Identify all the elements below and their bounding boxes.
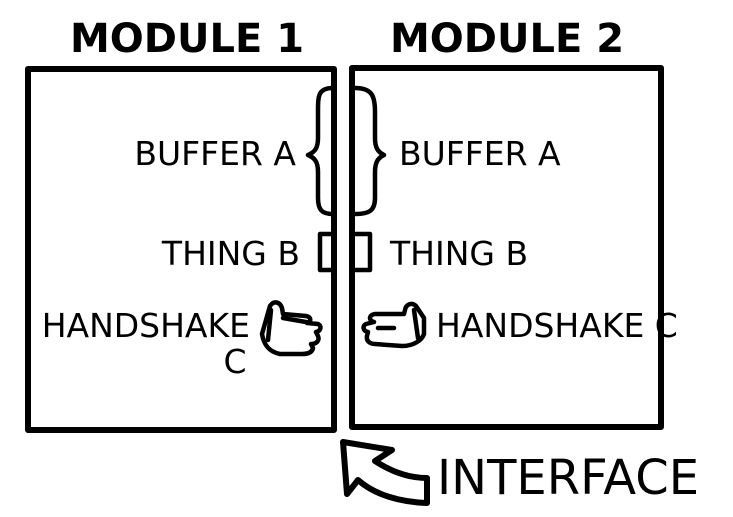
module1-handshake-label: HANDSHAKE [42, 306, 250, 345]
module1-title: MODULE 1 [70, 16, 304, 62]
module2-buffer-label: BUFFER A [399, 134, 561, 173]
module2-thing-label: THING B [389, 234, 528, 273]
left-brace-icon [305, 85, 336, 217]
module1-thing-label: THING B [161, 234, 300, 273]
module1-box [25, 66, 337, 433]
curved-arrow-icon [340, 439, 430, 506]
module1-handshake-suffix: C [223, 342, 246, 381]
module1-buffer-label: BUFFER A [134, 134, 296, 173]
interface-label: INTERFACE [437, 450, 699, 506]
module2-handshake-label: HANDSHAKE C [436, 306, 678, 345]
module2-box [349, 65, 664, 430]
connector-plug-icon [317, 231, 336, 273]
module2-title: MODULE 2 [390, 16, 624, 62]
hand-icon [361, 301, 427, 349]
hand-icon [259, 300, 323, 357]
right-brace-icon [352, 85, 387, 217]
connector-plug-icon [352, 231, 373, 273]
